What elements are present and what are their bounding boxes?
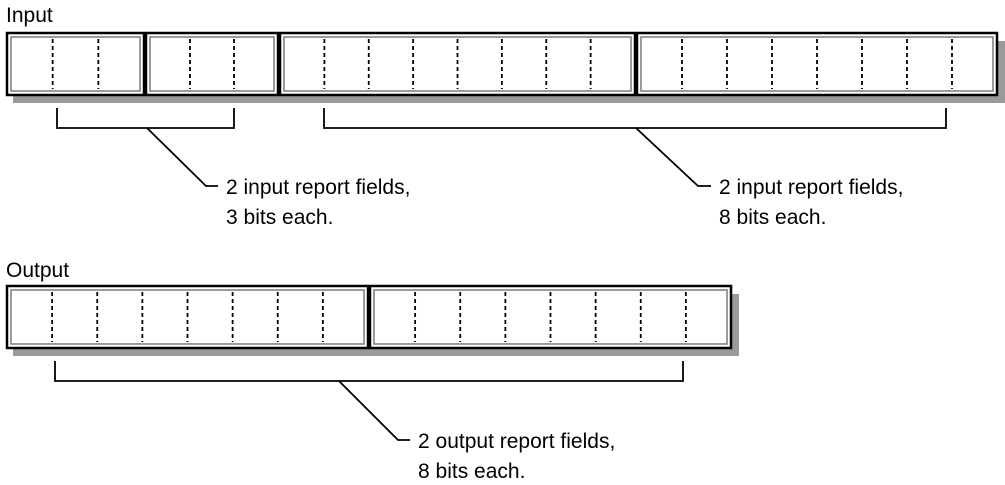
input-report-field-2 — [144, 31, 280, 97]
input-field-box — [144, 31, 280, 97]
output-field-group — [5, 284, 733, 350]
output-report-field-1 — [5, 284, 370, 350]
input-report-field-3 — [278, 31, 637, 97]
input-field-inner-border — [10, 36, 141, 92]
input-field-inner-border — [640, 36, 994, 92]
output-report-field-2 — [368, 284, 733, 350]
output-8bit-callout-line2: 8 bits each. — [418, 460, 525, 483]
input-3bit-bracket — [56, 108, 235, 129]
output-section: Output 2 output report fields, 8 bits ea… — [5, 259, 739, 483]
input-8bit-leader-line — [635, 127, 711, 187]
output-field-inner-border — [373, 289, 728, 345]
input-report-field-1 — [5, 31, 146, 97]
output-8bit-bracket — [54, 361, 684, 382]
output-8bit-callout-line1: 2 output report fields, — [418, 430, 615, 453]
input-report-field-4 — [635, 31, 999, 97]
input-3bit-leader-line — [146, 127, 218, 187]
input-3bit-callout-line1: 2 input report fields, — [226, 176, 410, 199]
input-3bit-callout-line2: 3 bits each. — [226, 206, 333, 229]
output-field-inner-border — [10, 289, 365, 345]
input-field-group — [5, 31, 999, 97]
output-section-label: Output — [6, 259, 69, 282]
input-8bit-callout-line1: 2 input report fields, — [719, 176, 903, 199]
input-section: Input 2 input report fields, 3 bits each… — [5, 4, 1005, 229]
input-field-inner-border — [149, 36, 275, 92]
input-8bit-callout-line2: 8 bits each. — [719, 206, 826, 229]
input-8bit-bracket — [323, 108, 947, 129]
output-8bit-leader-line — [338, 380, 410, 441]
input-field-inner-border — [283, 36, 632, 92]
input-field-box — [5, 31, 146, 97]
input-section-label: Input — [6, 4, 53, 27]
